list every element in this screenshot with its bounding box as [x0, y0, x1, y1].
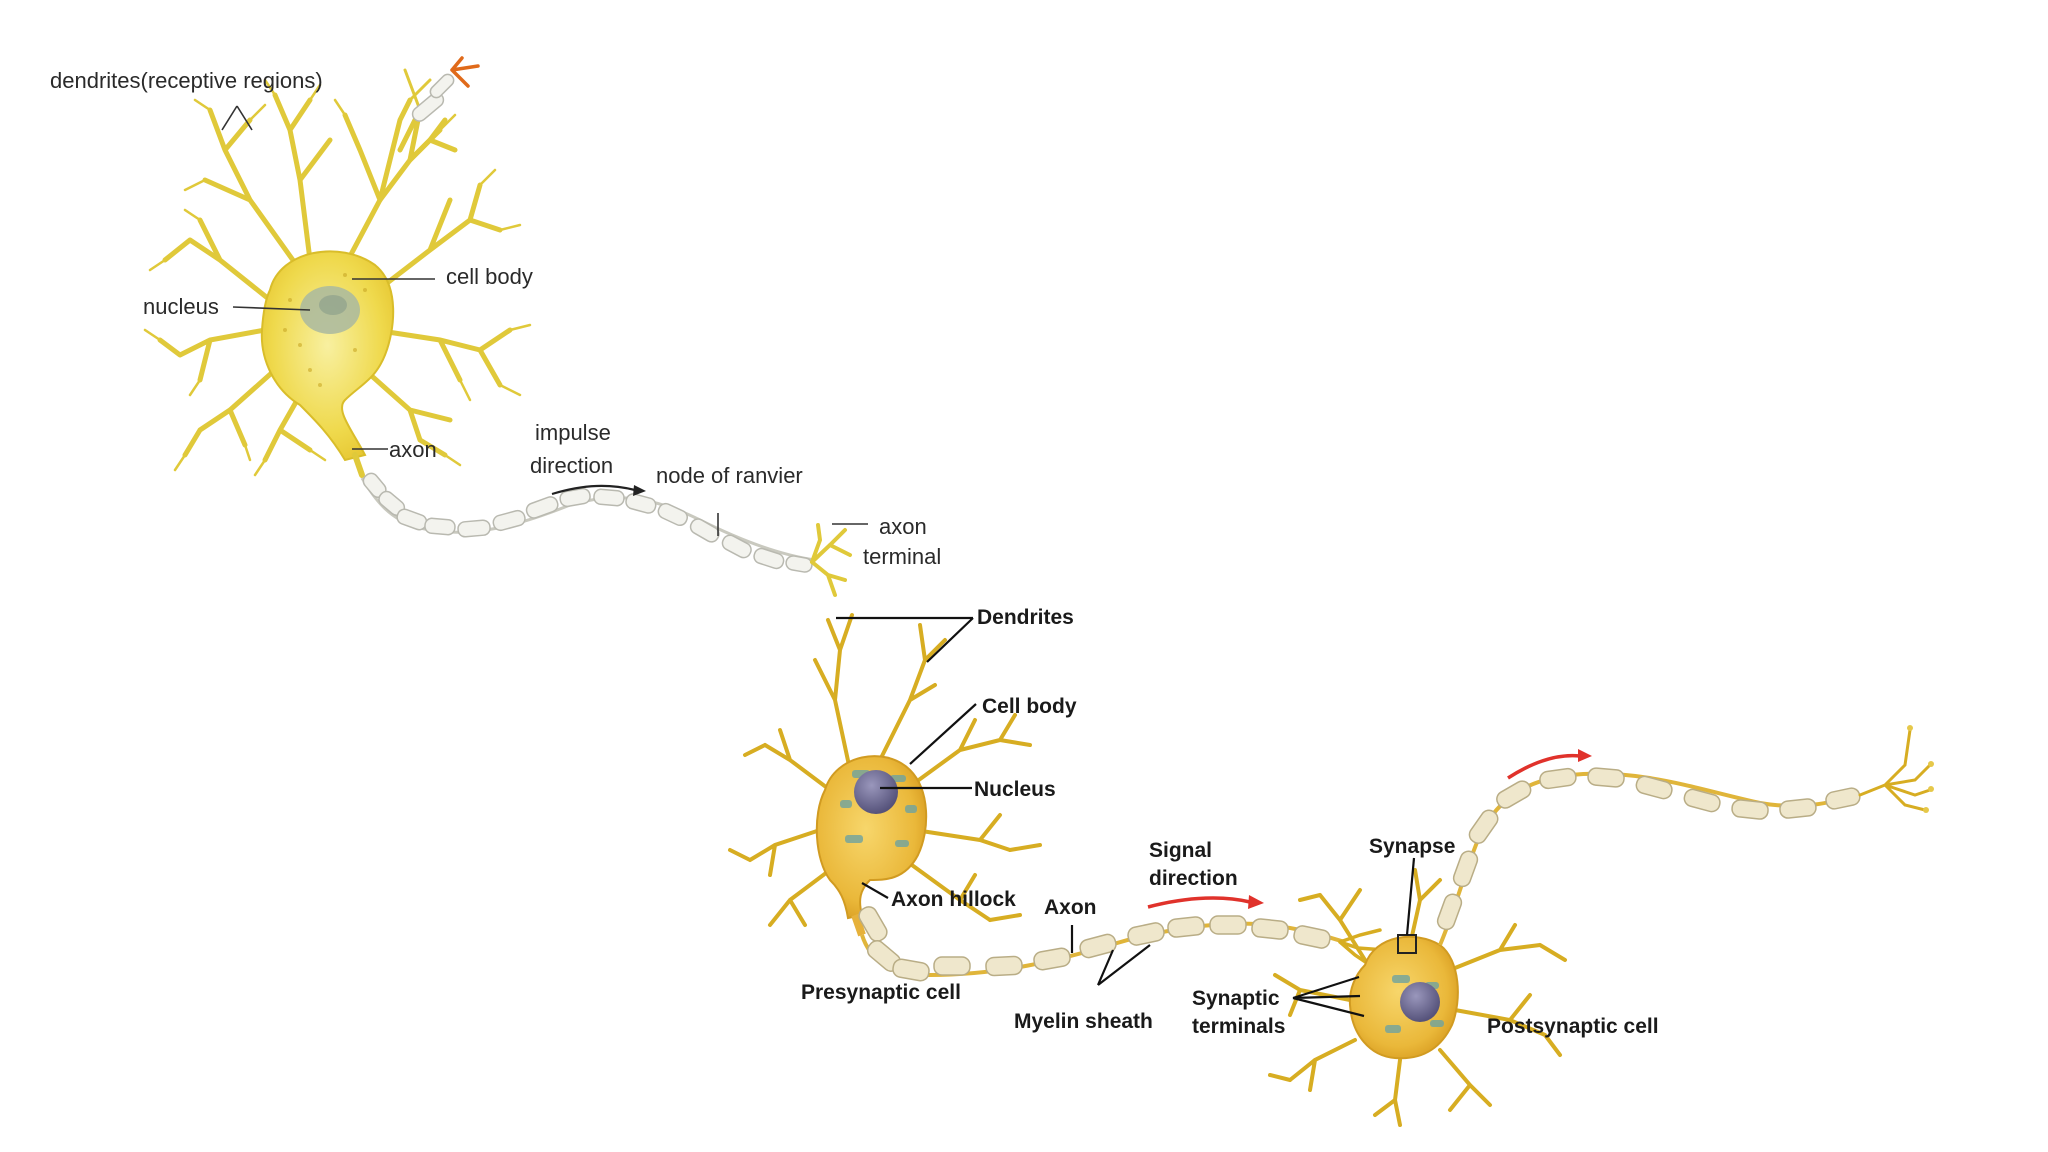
signal-arrowhead-2	[1578, 749, 1592, 762]
postsynaptic-nucleus	[1400, 982, 1440, 1022]
signal-direction-arrow-2	[1507, 753, 1581, 780]
label-dendrites: Dendrites	[977, 606, 1074, 629]
presynaptic-cell-body	[815, 755, 928, 920]
label-myelin-sheath: Myelin sheath	[1014, 1010, 1153, 1033]
presynaptic-myelin-axon	[858, 906, 1346, 982]
top-dendrites	[157, 68, 513, 463]
label-axon-bottom: Axon	[1044, 896, 1097, 919]
signal-arrowhead	[1248, 895, 1264, 909]
top-apical-dendrite	[397, 56, 480, 153]
top-cell-body	[260, 250, 395, 462]
label-signal-line2: direction	[1149, 867, 1238, 890]
label-nucleus: nucleus	[143, 294, 219, 319]
signal-direction-arrow	[1147, 896, 1251, 909]
top-fine-branches	[143, 78, 532, 477]
presynaptic-neuron	[728, 613, 1387, 982]
postsynaptic-myelin-axon	[1436, 767, 1861, 946]
postsynaptic-neuron	[1268, 725, 1934, 1127]
axon-hillock	[851, 913, 866, 937]
postsynaptic-organelles	[1385, 975, 1444, 1033]
label-cell-body-bottom: Cell body	[982, 695, 1077, 718]
label-axon-terminal-line2: terminal	[863, 544, 941, 569]
top-myelin-axon	[360, 472, 816, 573]
label-dendrites-receptive: dendrites(receptive regions)	[50, 68, 323, 93]
bottom-leader-lines	[836, 616, 1416, 1018]
label-axon-hillock: Axon hillock	[891, 888, 1016, 911]
top-neuron	[143, 56, 852, 597]
top-granules	[283, 273, 367, 387]
label-postsynaptic-cell: Postsynaptic cell	[1487, 1015, 1659, 1038]
impulse-arrowhead	[633, 485, 646, 496]
label-axon: axon	[389, 437, 437, 462]
label-presynaptic-cell: Presynaptic cell	[801, 981, 961, 1004]
top-labels: dendrites(receptive regions) cell body n…	[50, 68, 941, 569]
label-node-of-ranvier: node of ranvier	[656, 463, 803, 488]
bottom-labels: Dendrites Cell body Nucleus Axon hillock…	[801, 606, 1659, 1038]
label-signal-line1: Signal	[1149, 839, 1212, 862]
top-leader-lines	[221, 105, 868, 536]
label-impulse-line1: impulse	[535, 420, 611, 445]
label-synaptic-line2: terminals	[1192, 1015, 1285, 1038]
label-synaptic-line1: Synaptic	[1192, 987, 1280, 1010]
top-axon-hillock	[352, 452, 365, 478]
label-nucleus-bottom: Nucleus	[974, 778, 1056, 801]
top-axon-terminal	[810, 523, 852, 597]
postsynaptic-dendrites	[1268, 868, 1567, 1127]
postsynaptic-axon-terminal	[1858, 725, 1934, 813]
label-synapse: Synapse	[1369, 835, 1455, 858]
label-axon-terminal-line1: axon	[879, 514, 927, 539]
label-cell-body: cell body	[446, 264, 533, 289]
label-impulse-line2: direction	[530, 453, 613, 478]
presynaptic-dendrites	[728, 613, 1042, 927]
presynaptic-nucleus	[854, 770, 898, 814]
impulse-direction-arrow	[551, 484, 636, 496]
